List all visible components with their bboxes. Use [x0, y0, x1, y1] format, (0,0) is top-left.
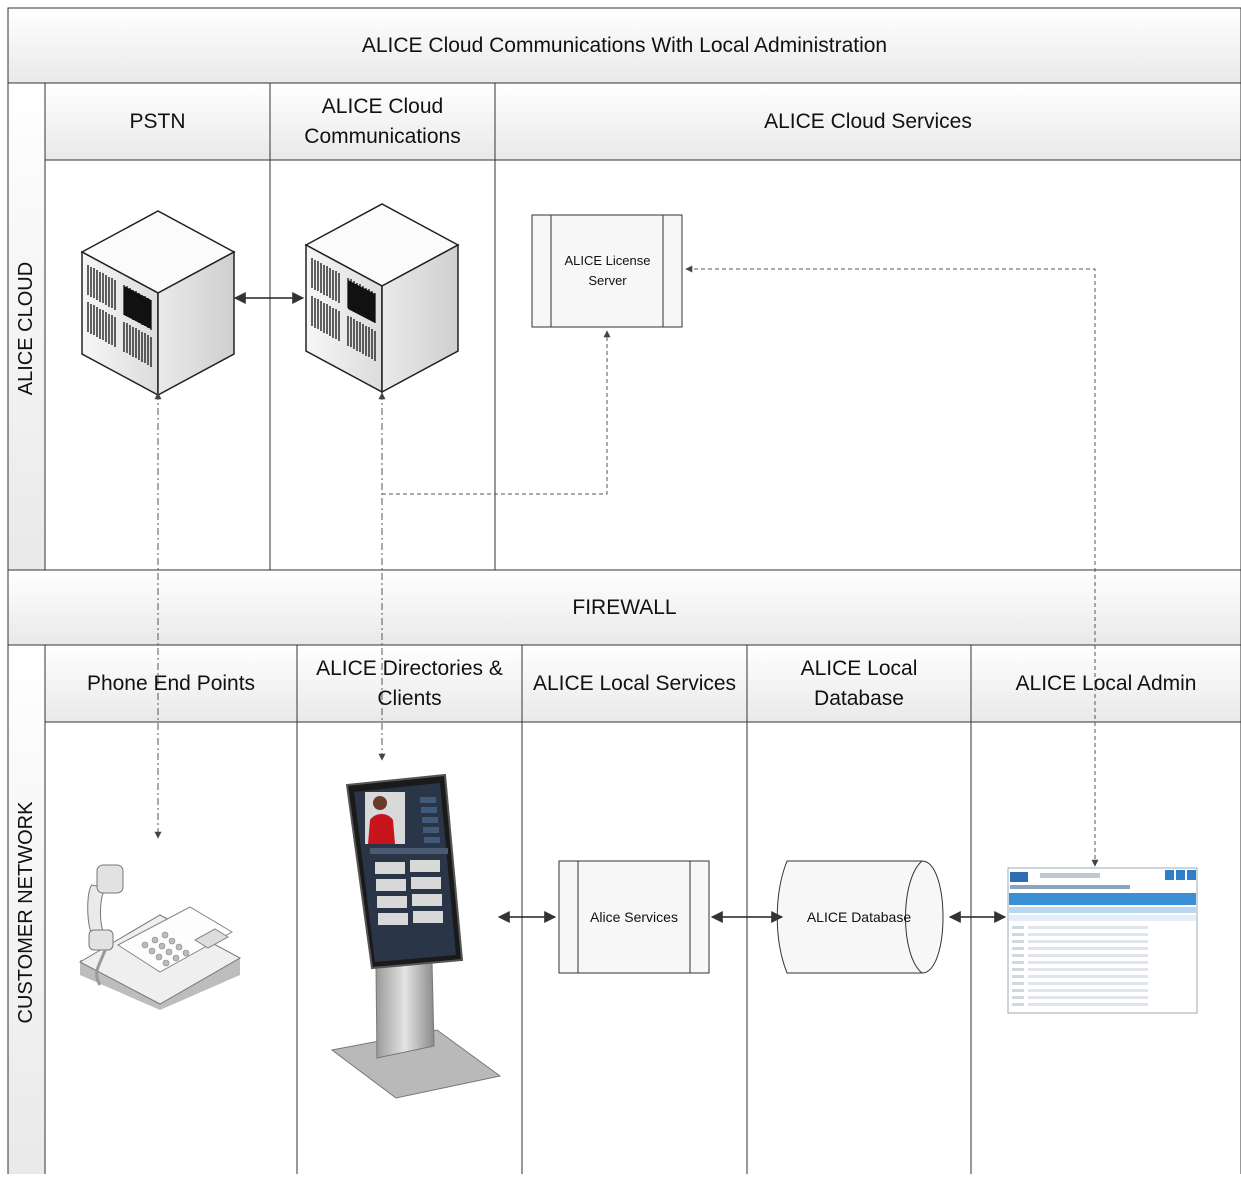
col-cloud-comm: ALICE Cloud Communications — [304, 94, 461, 148]
license-server-box — [531, 214, 683, 328]
customer-lane-side — [7, 644, 46, 1174]
col-pstn: PSTN — [129, 109, 186, 133]
license-server-label: ALICE License Server — [564, 253, 651, 288]
database-cylinder — [776, 860, 944, 974]
col-local-admin: ALICE Local Admin — [1015, 671, 1197, 695]
customer-lane-label: CUSTOMER NETWORK — [15, 801, 37, 1024]
diagram-title: ALICE Cloud Communications With Local Ad… — [361, 33, 888, 57]
firewall-label: FIREWALL — [572, 595, 677, 619]
title-band — [7, 7, 1241, 84]
pstn-server-icon — [80, 210, 236, 397]
cloud-lane-side — [7, 82, 46, 571]
cloud-lane-label: ALICE CLOUD — [15, 261, 37, 396]
cloud-comm-server-icon — [304, 203, 460, 394]
desk-phone-icon — [78, 864, 242, 1010]
admin-screenshot-icon — [1007, 867, 1198, 1014]
col-cloud-services: ALICE Cloud Services — [764, 109, 972, 133]
col-directories-clients: ALICE Directories & Clients — [316, 656, 503, 710]
col-phone-endpoints: Phone End Points — [86, 671, 256, 695]
cloud-header-row — [44, 82, 1241, 161]
services-label: Alice Services — [590, 909, 678, 925]
col-local-services: ALICE Local Services — [532, 671, 737, 695]
kiosk-license-link — [382, 330, 611, 495]
col-local-database: ALICE Local Database — [800, 656, 918, 710]
kiosk-icon — [330, 773, 502, 1099]
database-label: ALICE Database — [806, 909, 912, 925]
admin-license-link — [685, 265, 1099, 867]
services-box — [558, 860, 710, 974]
